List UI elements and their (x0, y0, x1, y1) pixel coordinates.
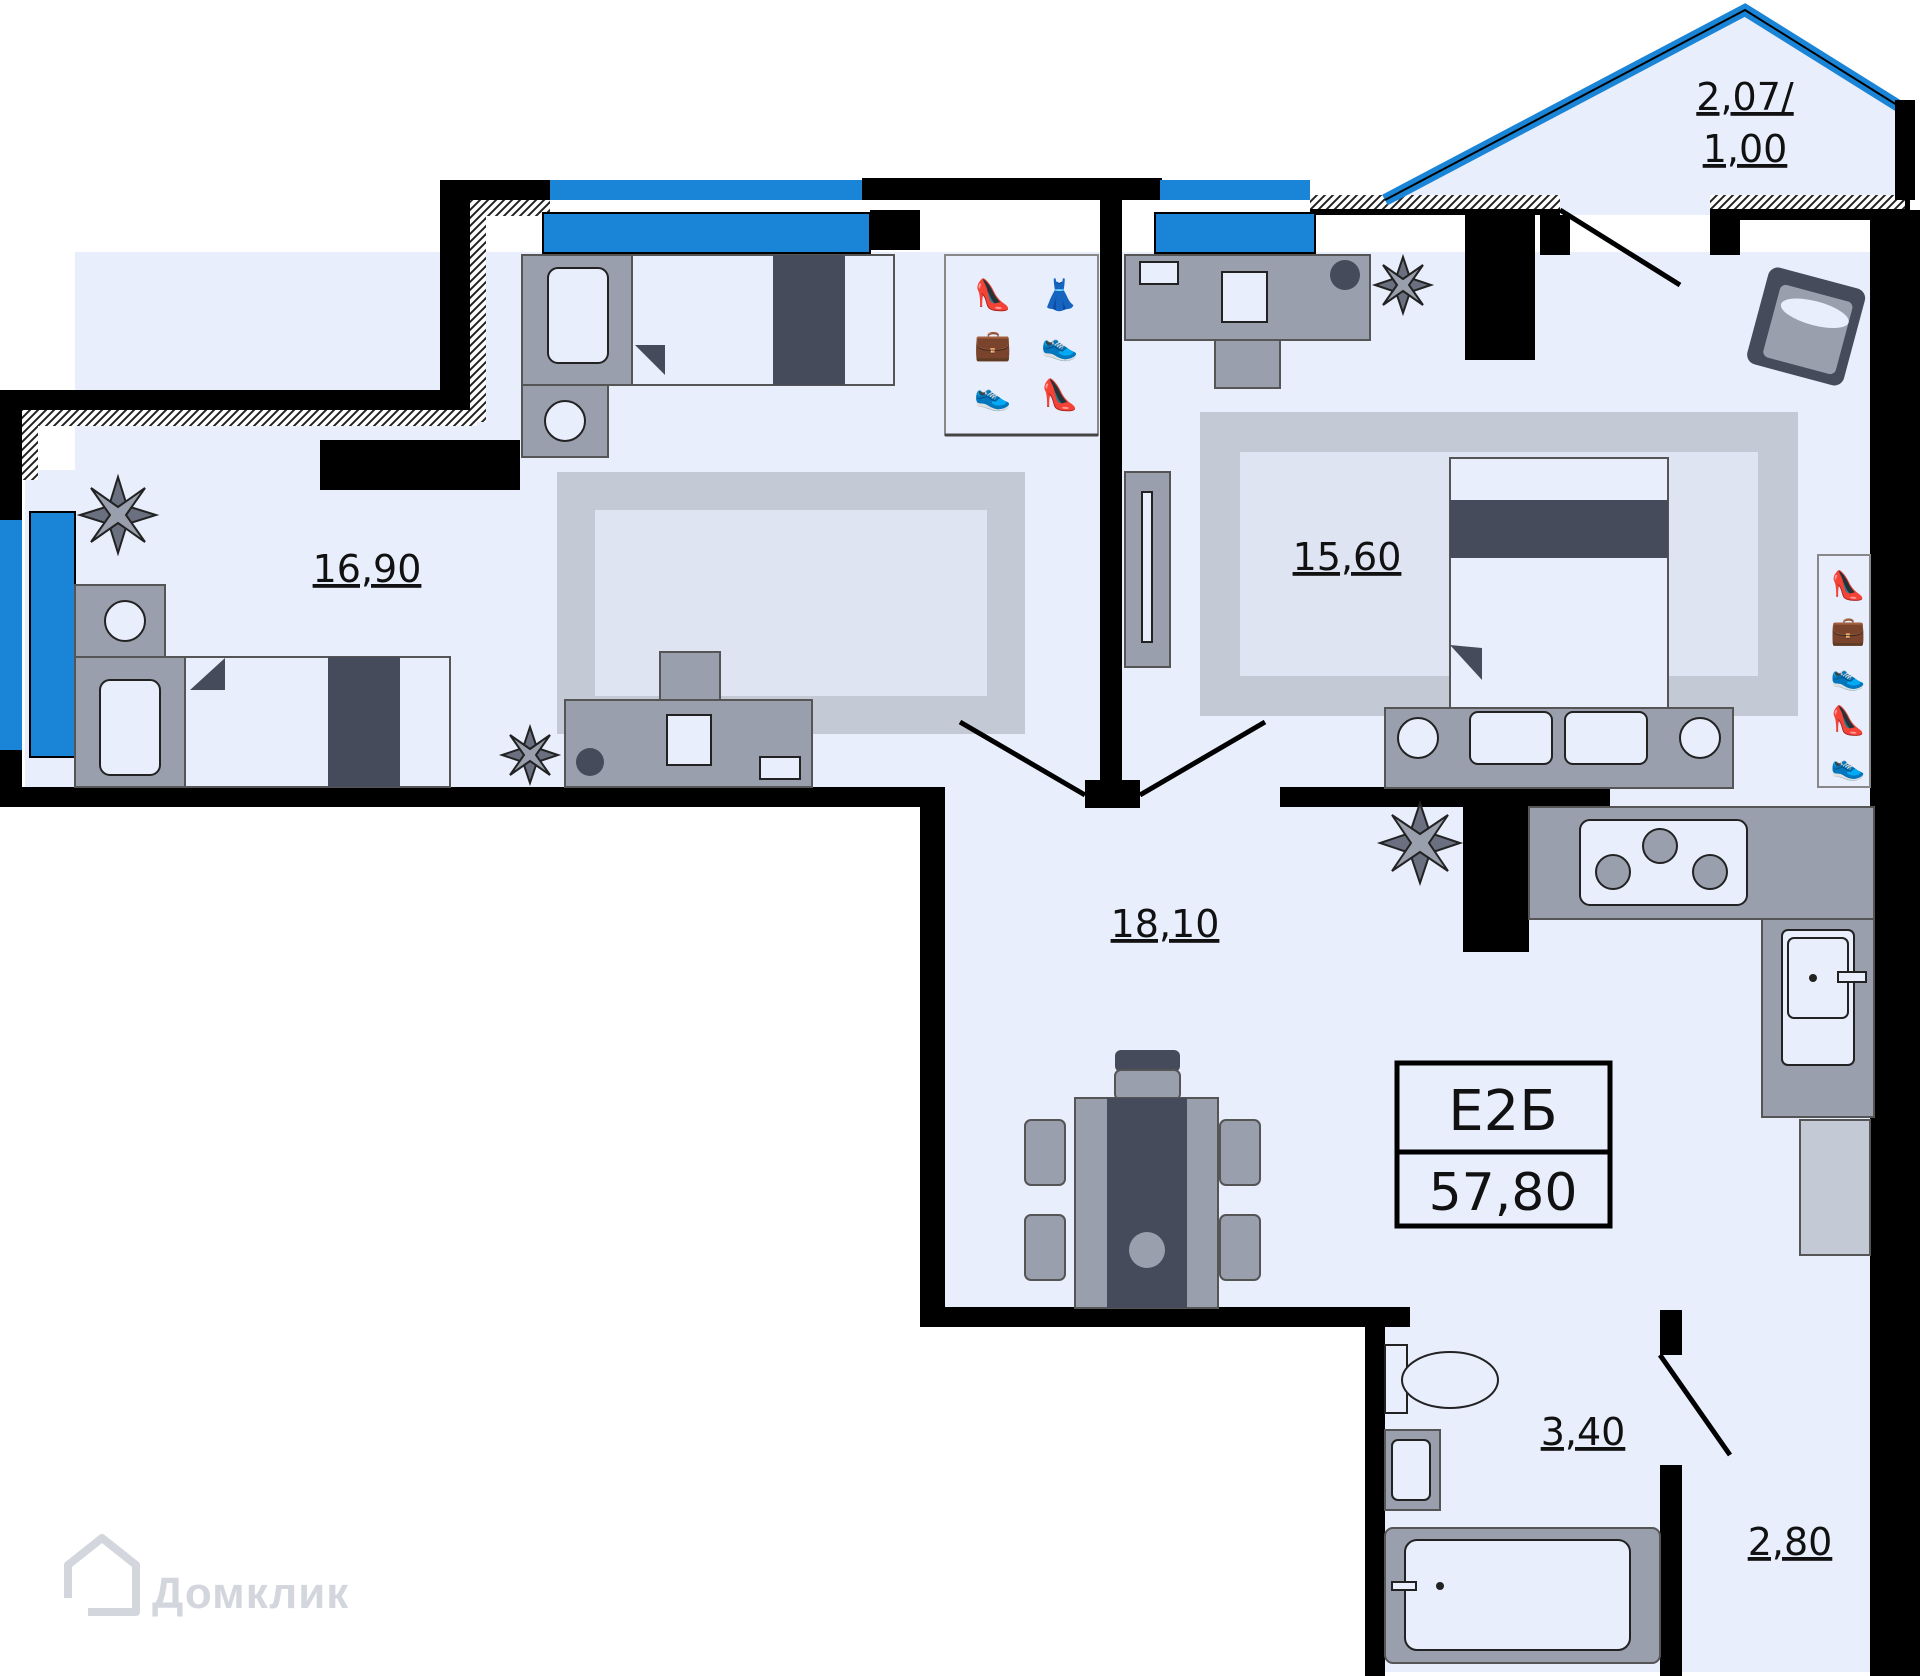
area-loggia-line1: 2,07/ (1696, 75, 1794, 119)
wall-kitchen-stub (1463, 787, 1529, 952)
dining-table-icon (1024, 1050, 1261, 1309)
wall-left-pier (320, 440, 520, 490)
fridge (1799, 1119, 1871, 1256)
door-bathroom (1657, 1353, 1733, 1457)
sink-icon (1384, 1429, 1441, 1511)
window-top-left-inner (542, 212, 871, 254)
insulation-left-top (22, 410, 477, 426)
wall-living-bottom (920, 1307, 1330, 1327)
window-loggia-frame (1384, 8, 1906, 201)
floor-loggia (1385, 10, 1905, 215)
svg-text:👟: 👟 (1041, 329, 1078, 363)
area-loggia-line2: 1,00 (1703, 127, 1788, 171)
insulation-loggia-right (1710, 195, 1905, 209)
area-living: 18,10 (1111, 902, 1220, 946)
rugs (557, 412, 1798, 734)
insulation-top (470, 200, 550, 216)
svg-text:👟: 👟 (1831, 660, 1866, 692)
wall-bath-right-top (1660, 1310, 1682, 1355)
wardrobe-icon: 👠 💼 👟 👠 👟 (1817, 554, 1871, 788)
walls (0, 178, 1920, 1676)
wall-living-left (920, 787, 945, 1327)
svg-text:💼: 💼 (1831, 615, 1866, 647)
apartment-total-area: 57,80 (1429, 1163, 1578, 1223)
windows (0, 3, 1915, 758)
furniture-kitchen (1024, 806, 1875, 1309)
svg-text:👟: 👟 (974, 379, 1011, 413)
door-bedroom-left (958, 719, 1087, 798)
plants (76, 253, 1464, 887)
wall-pier-right2 (1540, 215, 1570, 255)
doors (958, 207, 1733, 1457)
wall-hall-stub (1880, 1655, 1920, 1676)
svg-text:👠: 👠 (1831, 703, 1866, 737)
toilet-icon (1384, 1344, 1499, 1414)
wall-pier-right3 (1710, 215, 1740, 255)
bed-icon (521, 254, 895, 458)
furniture-bathroom (1384, 1344, 1661, 1664)
svg-text:👠: 👠 (1831, 568, 1866, 602)
wall-left-step (440, 180, 470, 410)
door-loggia (1558, 207, 1682, 288)
svg-text:💼: 💼 (974, 329, 1011, 362)
bed-icon (1384, 457, 1734, 789)
area-bathroom: 3,40 (1541, 1410, 1626, 1454)
wall-left-top (0, 390, 475, 410)
window-left (0, 520, 22, 750)
wall-right-edge (1870, 210, 1920, 1676)
rug-left-inner (595, 510, 987, 696)
stove-icon (1579, 819, 1748, 906)
plant-icon (76, 473, 160, 557)
wall-bath-right (1660, 1465, 1682, 1676)
svg-text:👠: 👠 (1041, 376, 1078, 412)
window-top-right (1160, 180, 1310, 200)
svg-text:👠: 👠 (974, 276, 1011, 312)
mirror-cabinet (1124, 471, 1171, 668)
bed-icon (74, 584, 451, 788)
desk-icon (564, 651, 813, 788)
window-top-right-inner (1154, 212, 1316, 254)
armchair-icon (1747, 267, 1866, 386)
plant-icon (1376, 799, 1464, 887)
watermark: Домклик (64, 1534, 349, 1618)
apartment-code: Е2Б (1448, 1079, 1557, 1144)
room-labels: 16,90 15,60 18,10 3,40 2,80 2,07/ 1,00 (313, 75, 1833, 1564)
window-top-left (550, 180, 862, 200)
door-bedroom-right (1138, 719, 1267, 798)
area-hall: 2,80 (1748, 1520, 1833, 1564)
wall-living-bottom2 (1320, 1307, 1410, 1327)
desk-icon (1124, 254, 1371, 389)
plant-icon (498, 723, 562, 787)
area-bedroom-left: 16,90 (313, 547, 422, 591)
wall-top-left (440, 180, 550, 200)
plant-icon (1371, 253, 1435, 317)
window-left-inner (29, 511, 76, 758)
window-loggia-right (1895, 100, 1915, 200)
furniture-left-bedroom: 👠 👗 💼 👟 👟 👠 (74, 254, 1099, 788)
wall-pier-right (1465, 215, 1535, 360)
insulation (22, 195, 1905, 480)
insulation-loggia-left (1310, 195, 1560, 209)
wall-bedroom-right-bottom (1280, 787, 1610, 807)
insulation-step (470, 200, 486, 422)
apartment-badge: Е2Б 57,80 (1394, 1060, 1613, 1229)
watermark-text: Домклик (152, 1569, 349, 1618)
svg-text:👗: 👗 (1041, 277, 1078, 312)
furniture-right-bedroom: 👠 💼 👟 👠 👟 (1124, 254, 1871, 789)
wall-bath-left (1365, 1327, 1385, 1676)
wall-bedroom-divider (1100, 180, 1122, 787)
wall-top-mid2 (870, 210, 920, 250)
insulation-left-side (22, 410, 38, 480)
wall-bedroom-left-bottom (0, 787, 945, 807)
bathtub-icon (1384, 1527, 1661, 1664)
house-icon (64, 1534, 140, 1616)
sink-icon (1781, 929, 1867, 1066)
wall-top-mid (862, 178, 1162, 200)
wardrobe-icon: 👠 👗 💼 👟 👟 👠 (944, 254, 1099, 437)
wall-door-stub (1085, 780, 1140, 808)
area-bedroom-right: 15,60 (1293, 535, 1402, 579)
svg-text:👟: 👟 (1831, 750, 1866, 782)
